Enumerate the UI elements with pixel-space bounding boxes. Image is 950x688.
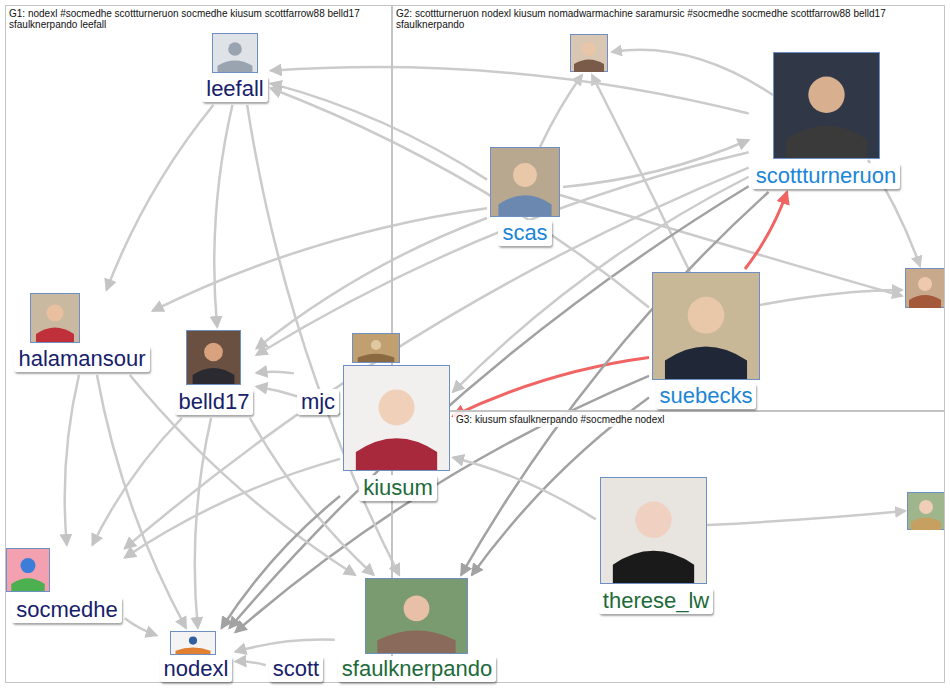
avatar-image — [352, 333, 400, 363]
vertex-label: scas — [498, 220, 551, 246]
edge-arrow — [235, 640, 334, 652]
avatar-image — [490, 147, 560, 217]
avatar-image — [600, 477, 707, 584]
edge-arrow — [235, 661, 265, 665]
vertex-label: mjc — [297, 389, 339, 415]
vertex-node: socmedhe — [6, 548, 122, 623]
group-header: G3: kiusum sfaulknerpando #socmedhe node… — [453, 412, 667, 427]
vertex-label: halamansour — [14, 346, 149, 372]
edge-arrow — [153, 208, 487, 311]
edge-arrow — [107, 105, 214, 290]
vertex-node: scas — [490, 147, 560, 246]
group-panel: G1: nodexl #socmedhe scottturneruon socm… — [5, 5, 392, 683]
vertex-node: nodexl — [160, 631, 233, 682]
avatar-image — [6, 548, 50, 592]
vertex-label: scott — [269, 656, 323, 682]
vertex-node: belld17 — [175, 330, 254, 415]
group-header: G1: nodexl #socmedhe scottturneruon socm… — [6, 6, 391, 32]
group-header: G2: scottturneruon nodexl kiusum nomadwa… — [393, 6, 944, 32]
vertex-label: nodexl — [160, 656, 233, 682]
vertex-node: sfaulknerpando — [338, 578, 496, 682]
vertex-label: suebecks — [656, 383, 757, 409]
group-panel: G3: kiusum sfaulknerpando #socmedhe node… — [392, 411, 945, 683]
vertex-label: sfaulknerpando — [338, 656, 496, 682]
avatar-image — [212, 33, 258, 73]
avatar-image — [652, 272, 760, 380]
unlabeled-avatar — [906, 269, 945, 309]
edge-arrow — [453, 358, 649, 417]
vertex-node: therese_lw — [599, 477, 713, 614]
vertex-label: kiusum — [359, 475, 437, 501]
group-panel: G2: scottturneruon nodexl kiusum nomadwa… — [392, 5, 945, 411]
edge-arrow — [214, 105, 232, 327]
edge-arrow — [256, 218, 487, 348]
edge-arrow — [247, 105, 399, 575]
edge-arrow — [256, 372, 293, 374]
vertex-label: leefall — [202, 76, 267, 102]
edge-arrow — [453, 457, 596, 519]
avatar-image — [170, 631, 216, 655]
unlabeled-avatar — [571, 35, 608, 73]
vertex-label: socmedhe — [12, 597, 122, 623]
edge-arrow — [195, 418, 211, 628]
vertex-label: scottturneruon — [752, 163, 901, 189]
edge-arrow — [271, 88, 649, 307]
vertex-node: halamansour — [14, 293, 149, 372]
edge-arrow — [271, 83, 487, 179]
avatar-image — [186, 330, 241, 385]
edge-arrow — [130, 375, 355, 575]
edge-arrow — [92, 418, 182, 545]
vertex-node: kiusum — [343, 365, 450, 501]
vertex-node: suebecks — [652, 272, 760, 409]
vertex-node: scottturneruon — [752, 52, 901, 189]
avatar-image — [30, 293, 80, 343]
edge-arrow — [256, 387, 340, 415]
unlabeled-avatar — [908, 493, 945, 531]
edge-arrow — [65, 375, 79, 545]
avatar-image — [343, 365, 450, 471]
avatar-image — [365, 578, 468, 654]
vertex-node: scott — [269, 656, 323, 682]
vertex-label: therese_lw — [599, 588, 713, 614]
vertex-node: leefall — [202, 33, 267, 102]
avatar-image — [773, 52, 880, 159]
vertex-label: belld17 — [175, 389, 254, 415]
edge-arrow — [745, 192, 787, 269]
edge-arrow — [125, 459, 340, 558]
edge-arrow — [125, 618, 157, 635]
edge-arrow — [222, 496, 340, 628]
edge-arrow — [97, 375, 186, 628]
